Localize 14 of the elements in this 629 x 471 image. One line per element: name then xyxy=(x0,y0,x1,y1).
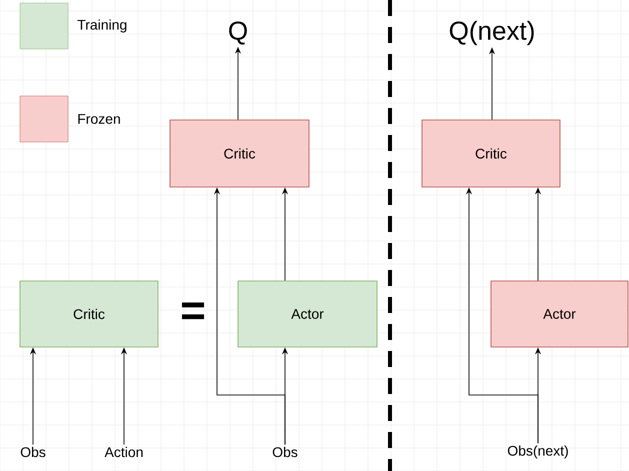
process-box: Critic xyxy=(422,120,560,188)
text-label: Obs(next) xyxy=(508,445,568,458)
text-label: Obs xyxy=(20,446,46,458)
process-box: Actor xyxy=(238,280,378,348)
process-box: Critic xyxy=(170,120,310,188)
legend-label: Training xyxy=(78,19,126,33)
process-box: Actor xyxy=(490,280,628,348)
text-label: Obs xyxy=(272,446,298,458)
legend-label: Frozen xyxy=(78,114,120,124)
process-box: Critic xyxy=(20,280,158,348)
equals-sign: = xyxy=(182,302,204,320)
text-label: Q(next) xyxy=(450,20,534,46)
text-label: Action xyxy=(104,446,143,458)
text-label: Q xyxy=(229,21,247,45)
